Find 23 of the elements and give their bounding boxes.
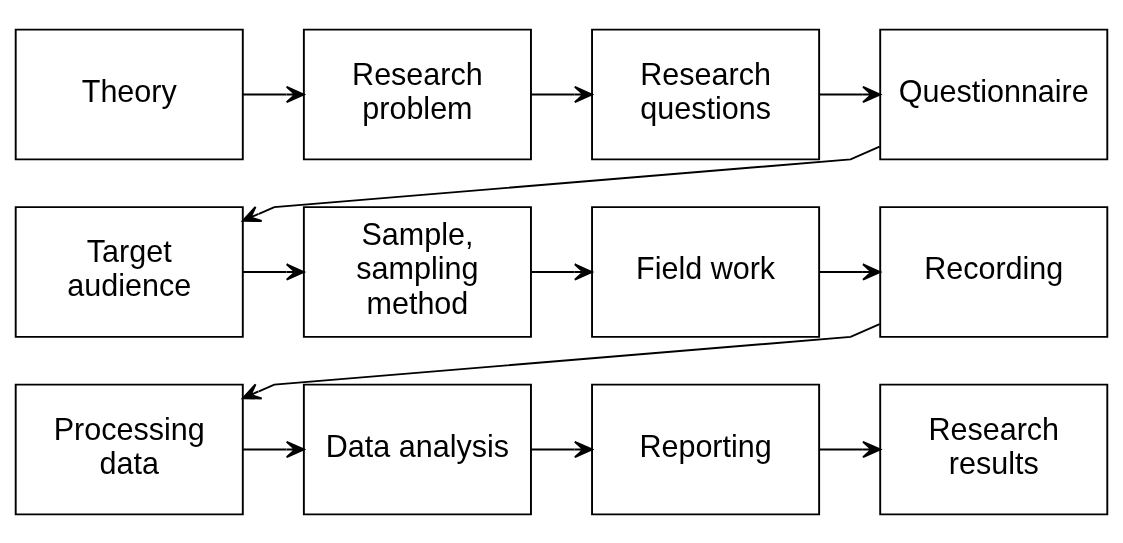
arrow [818,262,882,281]
node-box: Sample, sampling method [302,205,532,338]
arrow [530,85,593,103]
arrow [241,85,305,103]
arrow [530,262,593,281]
arrow [818,85,882,103]
node-box: Field work [591,205,821,338]
node-box: Recording [879,205,1109,338]
node-box: Processing data [14,383,244,515]
arrow [241,145,881,222]
node-box: Reporting [591,383,821,515]
arrow [818,440,882,458]
node-box: Theory [14,28,244,160]
arrow [241,440,305,458]
node-box: Data analysis [302,383,532,515]
arrow [530,440,593,458]
node-box: Research problem [302,28,532,160]
node-box: Research results [879,383,1109,515]
node-box: Target audience [14,205,244,338]
arrow [241,322,881,399]
node-box: Questionnaire [879,28,1109,160]
arrow [241,262,305,281]
node-box: Research questions [591,28,821,160]
